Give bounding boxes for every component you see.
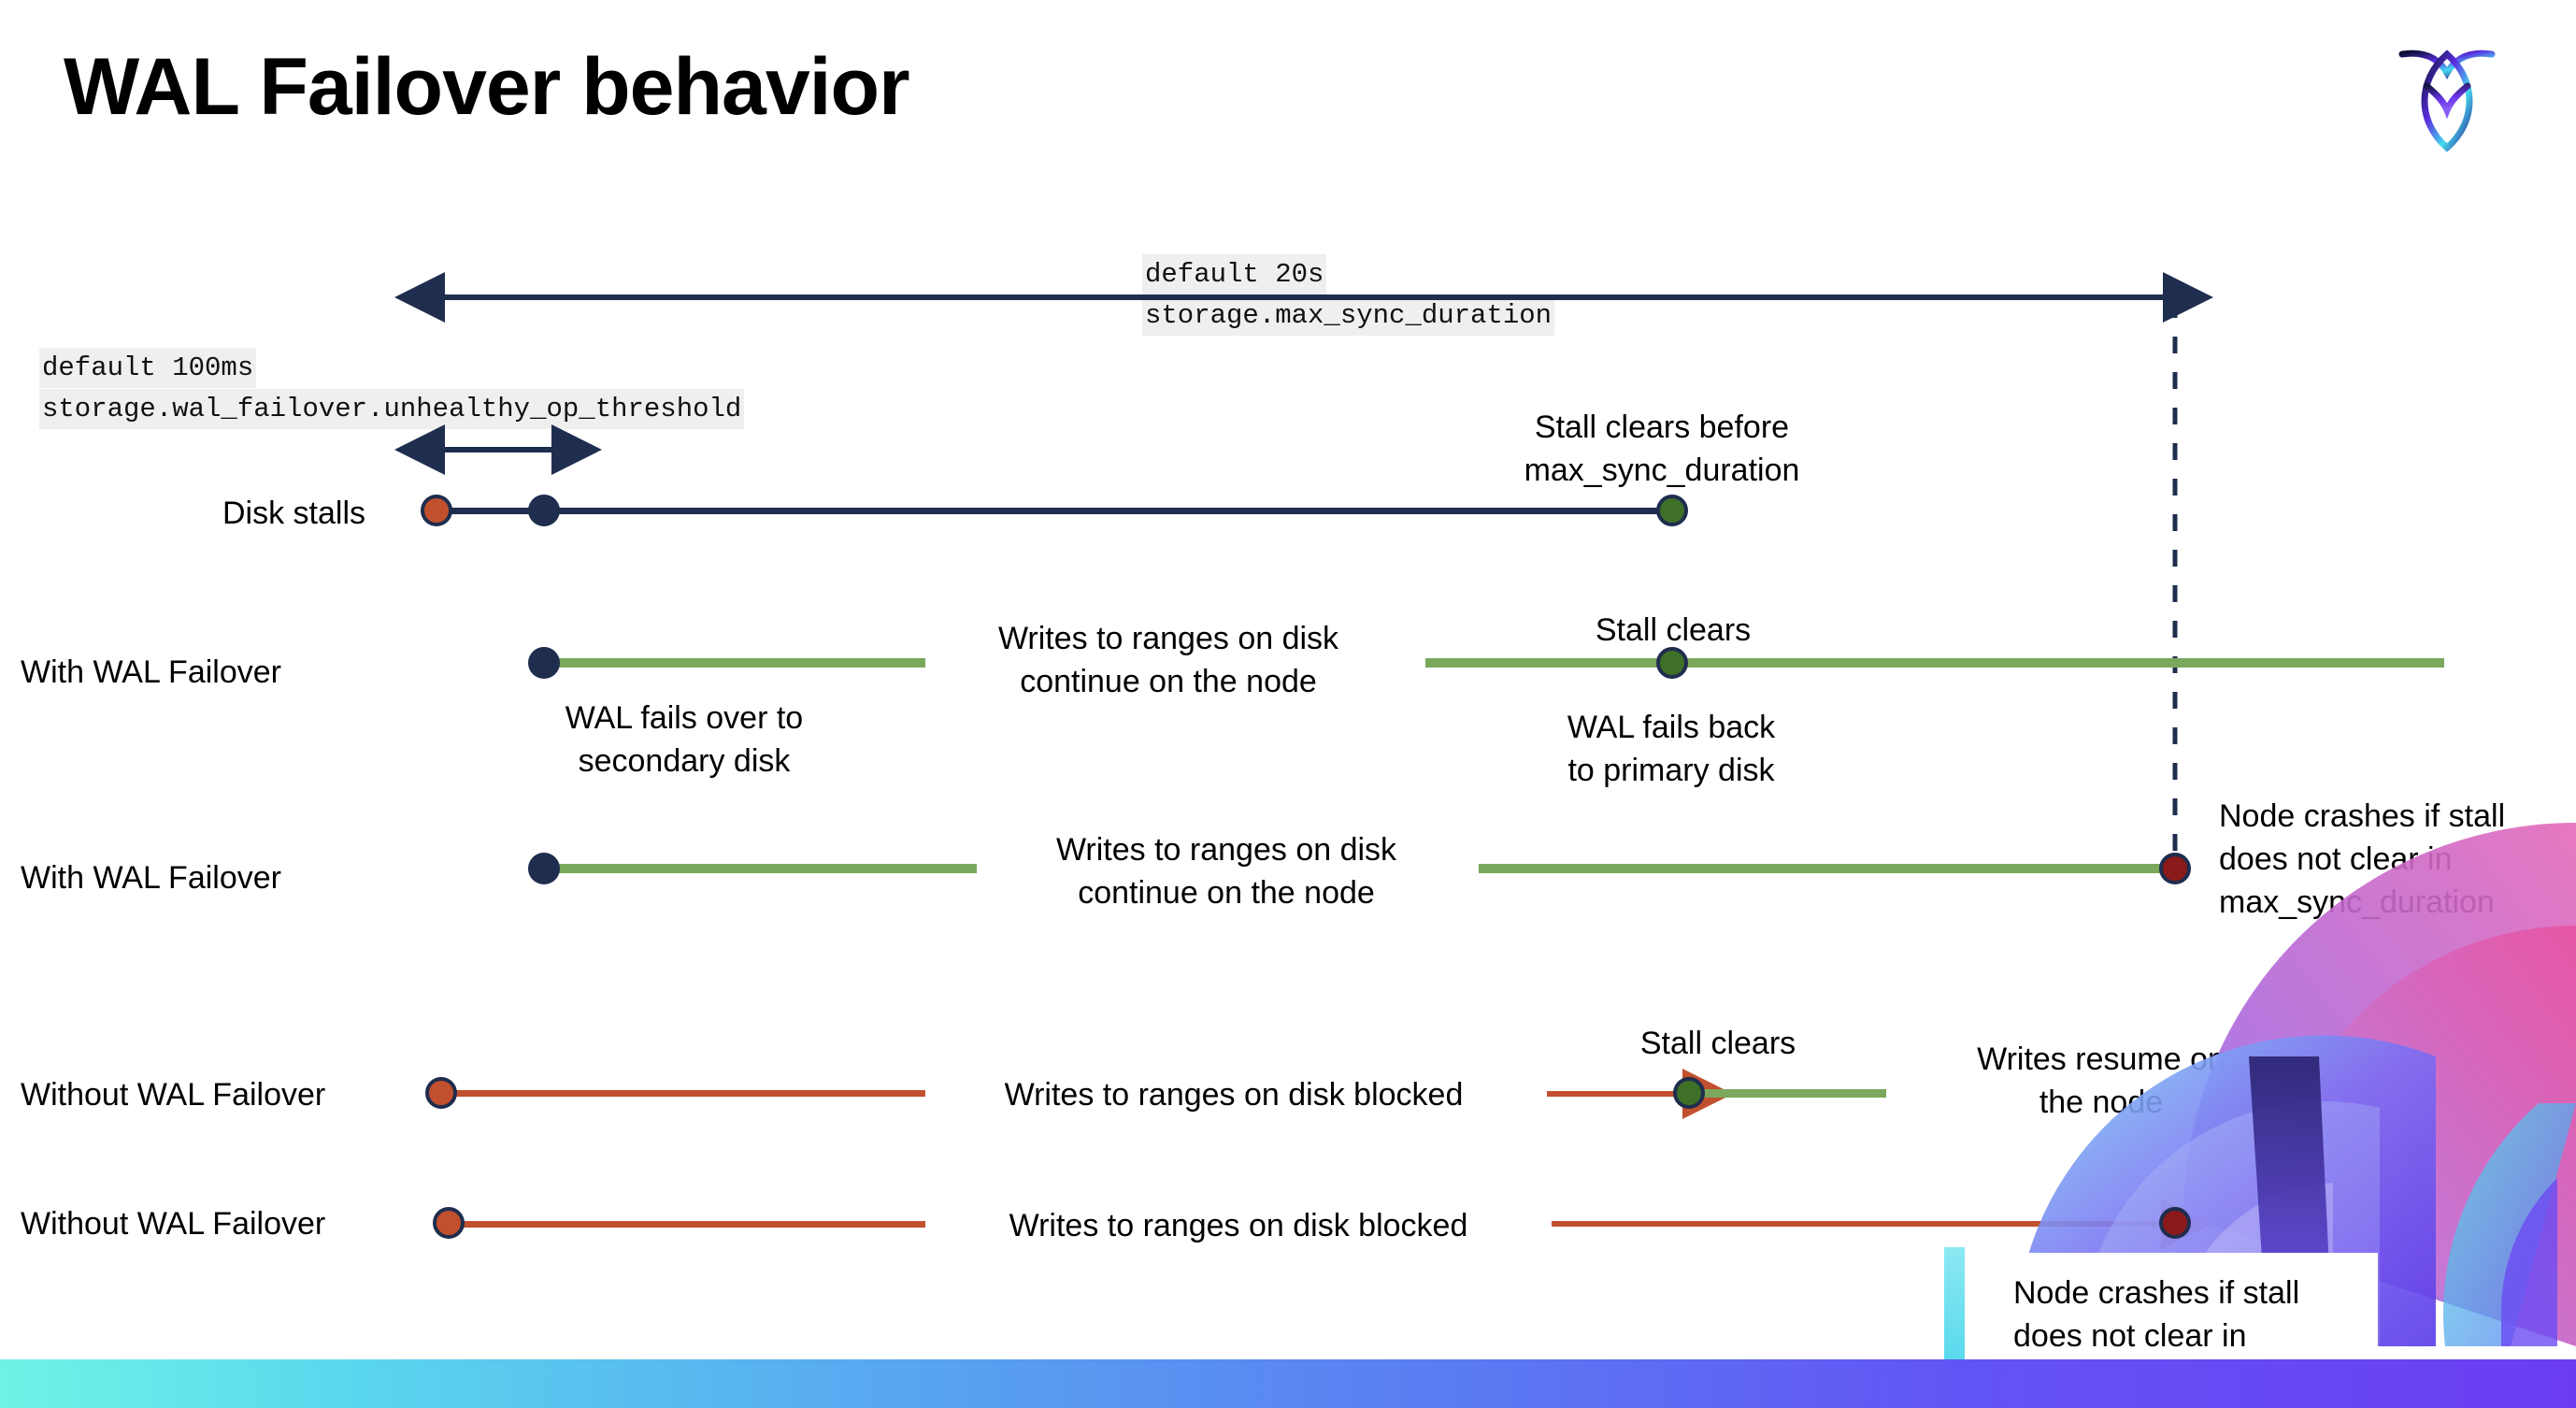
bottom-gradient-bar bbox=[0, 1359, 2576, 1408]
with-failover-clears-writes-line2: continue on the node bbox=[1020, 664, 1317, 699]
without-failover-clears-clear-dot bbox=[1673, 1077, 1705, 1109]
without-failover-clears-blocked-line bbox=[447, 1090, 925, 1097]
cockroachdb-logo-icon bbox=[2389, 32, 2505, 155]
wal-fails-over-line1: WAL fails over to bbox=[565, 700, 804, 736]
unhealthy-op-threshold-setting-chip: storage.wal_failover.unhealthy_op_thresh… bbox=[39, 389, 745, 430]
wal-fails-back-line2: to primary disk bbox=[1567, 753, 1775, 788]
stall-clears-before-line1: Stall clears before bbox=[1534, 409, 1790, 445]
max-sync-duration-default-chip: default 20s bbox=[1142, 254, 1327, 295]
without-failover-crash-blocked-line bbox=[458, 1221, 925, 1228]
with-failover-clears-segment-1 bbox=[547, 658, 925, 668]
without-failover-clears-stall-clears-label: Stall clears bbox=[1639, 1026, 1796, 1061]
with-failover-crash-segment-1 bbox=[547, 864, 977, 873]
page-title: WAL Failover behavior bbox=[64, 42, 910, 132]
without-failover-clears-blocked-label: Writes to ranges on disk blocked bbox=[1004, 1077, 1464, 1113]
decorative-cyan-sliver bbox=[1944, 1247, 1965, 1359]
disk-stalls-clear-dot bbox=[1656, 495, 1688, 526]
without-failover-crash-node-crash-dot bbox=[2159, 1207, 2191, 1239]
without-failover-crash-note-line2: does not clear in bbox=[2013, 1318, 2247, 1354]
without-failover-crash-blocked-label: Writes to ranges on disk blocked bbox=[1009, 1208, 1468, 1243]
with-failover-crash-segment-2 bbox=[1479, 864, 2175, 873]
wal-fails-over-line2: secondary disk bbox=[578, 743, 791, 779]
without-failover-crash-start-dot bbox=[433, 1207, 465, 1239]
row-label-with-wal-failover-clears: With WAL Failover bbox=[21, 654, 281, 690]
with-failover-clears-segment-2 bbox=[1425, 658, 2444, 668]
wal-fails-back-line1: WAL fails back bbox=[1567, 710, 1776, 745]
without-failover-clears-resume-line-1 bbox=[1688, 1089, 1886, 1098]
with-failover-clears-stall-clears-label: Stall clears bbox=[1595, 612, 1752, 648]
with-failover-clears-failover-dot bbox=[528, 647, 560, 679]
stall-clears-before-line2: max_sync_duration bbox=[1524, 453, 1800, 488]
disk-stalls-failover-dot bbox=[528, 495, 560, 526]
row-label-without-wal-failover-clears: Without WAL Failover bbox=[21, 1077, 326, 1113]
unhealthy-op-threshold-default-chip: default 100ms bbox=[39, 348, 257, 389]
disk-stalls-timeline bbox=[437, 508, 1673, 514]
without-failover-clears-start-dot bbox=[425, 1077, 457, 1109]
with-failover-clears-clear-dot bbox=[1656, 647, 1688, 679]
with-failover-crash-writes-line2: continue on the node bbox=[1078, 875, 1375, 911]
with-failover-crash-failover-dot bbox=[528, 853, 560, 884]
with-failover-crash-node-crash-dot bbox=[2159, 853, 2191, 884]
without-failover-crash-note-line1: Node crashes if stall bbox=[2013, 1275, 2300, 1311]
row-label-without-wal-failover-crash: Without WAL Failover bbox=[21, 1206, 326, 1242]
row-label-with-wal-failover-crash: With WAL Failover bbox=[21, 860, 281, 896]
disk-stalls-start-dot bbox=[421, 495, 452, 526]
with-failover-clears-writes-line1: Writes to ranges on disk bbox=[997, 621, 1339, 656]
row-label-disk-stalls: Disk stalls bbox=[222, 496, 366, 531]
with-failover-crash-writes-line1: Writes to ranges on disk bbox=[1055, 832, 1397, 868]
max-sync-duration-setting-chip: storage.max_sync_duration bbox=[1142, 295, 1555, 337]
with-failover-crash-note-line1: Node crashes if stall bbox=[2219, 798, 2506, 834]
